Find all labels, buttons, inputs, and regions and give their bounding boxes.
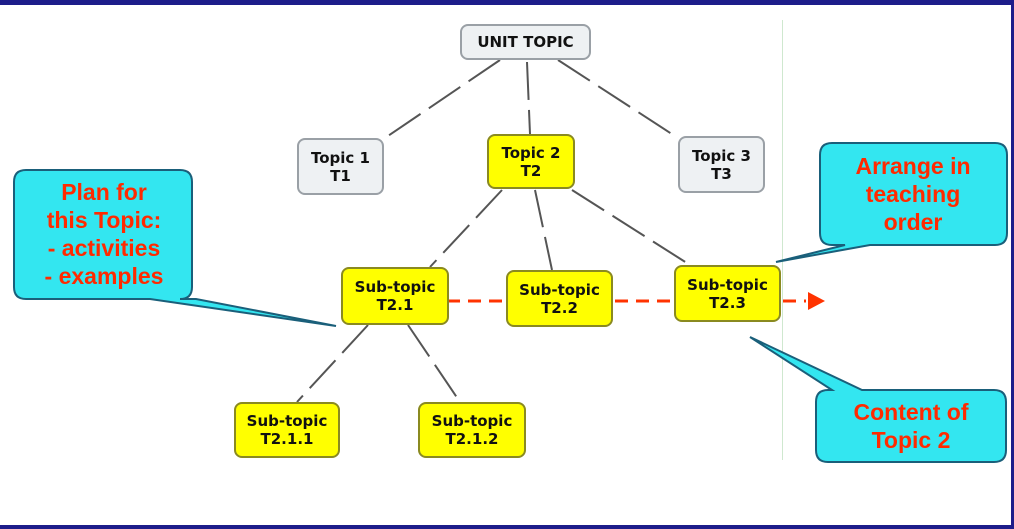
window-top-border bbox=[0, 0, 1014, 5]
window-right-border bbox=[1011, 0, 1014, 529]
link-root-topic3 bbox=[557, 59, 679, 139]
callout-plan-bubble bbox=[13, 169, 337, 327]
callout-content-text: Content of Topic 2 bbox=[853, 399, 969, 453]
teaching-order-arrowhead bbox=[808, 292, 825, 310]
node-subtopic-2-1-2[interactable]: Sub-topic T2.1.2 bbox=[418, 402, 526, 458]
node-subtopic-2-3[interactable]: Sub-topic T2.3 bbox=[674, 265, 781, 322]
node-subtopic-2-2[interactable]: Sub-topic T2.2 bbox=[506, 270, 613, 327]
window-bottom-border bbox=[0, 525, 1014, 529]
callout-content-bubble bbox=[749, 336, 1007, 463]
link-sub21-sub211 bbox=[296, 324, 369, 403]
link-sub21-sub212 bbox=[407, 324, 461, 403]
link-root-topic2 bbox=[526, 61, 531, 135]
node-topic-2[interactable]: Topic 2 T2 bbox=[487, 134, 575, 189]
link-topic2-sub21 bbox=[429, 189, 503, 268]
link-topic2-sub22 bbox=[534, 189, 553, 271]
callout-arrange-text: Arrange in teaching order bbox=[855, 153, 971, 235]
node-unit-topic[interactable]: UNIT TOPIC bbox=[460, 24, 591, 60]
callout-plan-text: Plan for this Topic: - activities - exam… bbox=[44, 179, 164, 289]
column-divider bbox=[782, 20, 783, 460]
link-topic2-sub23 bbox=[571, 189, 691, 266]
node-subtopic-2-1-1[interactable]: Sub-topic T2.1.1 bbox=[234, 402, 340, 458]
link-root-topic1 bbox=[384, 59, 501, 139]
node-subtopic-2-1[interactable]: Sub-topic T2.1 bbox=[341, 267, 449, 325]
node-topic-3[interactable]: Topic 3 T3 bbox=[678, 136, 765, 193]
callout-arrange-bubble bbox=[775, 142, 1008, 263]
node-topic-1[interactable]: Topic 1 T1 bbox=[297, 138, 384, 195]
